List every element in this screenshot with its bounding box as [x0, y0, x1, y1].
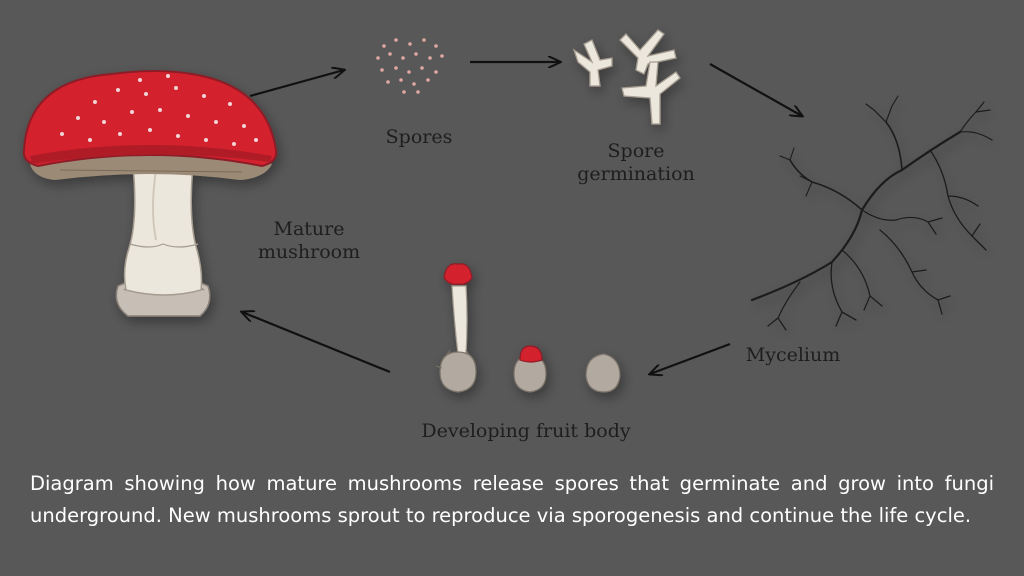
arrow-mushroom-to-spores	[249, 70, 344, 98]
label-mature-mushroom-line1: Mature	[273, 218, 345, 240]
label-mature-mushroom: Mature mushroom	[246, 218, 372, 264]
label-spore-germination-line1: Spore	[607, 140, 665, 162]
arrow-mycelium-to-fruit-body	[650, 342, 731, 374]
spores-illustration	[376, 38, 444, 94]
label-spores: Spores	[385, 126, 453, 148]
arrow-germination-to-mycelium	[709, 63, 802, 116]
mycelium-illustration	[750, 95, 993, 331]
label-developing-fruit-body: Developing fruit body	[421, 420, 631, 442]
arrow-fruit-body-to-mushroom	[242, 312, 391, 374]
label-spore-germination: Spore germination	[566, 140, 706, 186]
spore-germination-illustration	[572, 29, 681, 125]
mature-mushroom-illustration	[22, 70, 278, 317]
label-mycelium: Mycelium	[745, 344, 841, 366]
label-mature-mushroom-line2: mushroom	[257, 241, 361, 263]
developing-fruit-body-illustration	[435, 263, 621, 393]
diagram-caption: Diagram showing how mature mushrooms rel…	[30, 472, 994, 527]
life-cycle-diagram	[22, 29, 993, 393]
label-spore-germination-line2: germination	[577, 163, 695, 185]
